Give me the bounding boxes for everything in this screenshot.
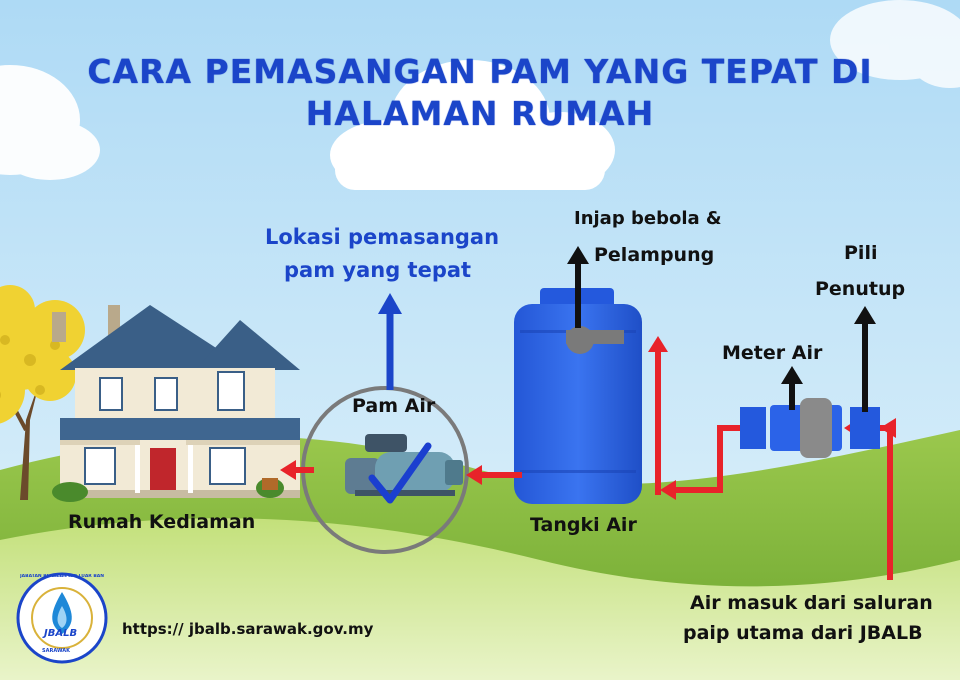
cloud-right <box>830 0 960 88</box>
cloud-center <box>330 60 615 190</box>
location-label-line-1: Lokasi pemasangan <box>265 225 500 249</box>
arrow-head-house-in <box>280 460 296 480</box>
tap-label-line-1: Pili <box>844 242 878 264</box>
logo-abbreviation: JBALB <box>44 628 78 639</box>
meter-arrow <box>781 366 803 410</box>
inlet-label-line-2: paip utama dari JBALB <box>683 622 923 644</box>
arrow-head-pump-in <box>466 465 482 485</box>
arrow-head-inlet <box>880 418 896 438</box>
hill-front <box>0 518 960 680</box>
pump-label: Pam Air <box>352 395 436 417</box>
title-line-2: HALAMAN RUMAH <box>305 94 655 133</box>
check-mark-icon <box>368 442 432 504</box>
house-label: Rumah Kediaman <box>68 511 256 533</box>
water-meter <box>740 398 880 458</box>
jbalb-logo <box>16 572 108 664</box>
location-label-line-2: pam yang tepat <box>284 258 472 282</box>
cloud-left <box>0 65 100 180</box>
float-valve-label-line-1: Injap bebola & <box>574 208 722 229</box>
location-arrow <box>378 293 402 390</box>
float-valve-label-line-2: Pelampung <box>594 244 715 266</box>
water-tank <box>514 288 642 504</box>
logo-bottom-text: SARAWAK <box>42 648 71 654</box>
float-valve-arrow <box>567 246 589 328</box>
inlet-label-line-1: Air masuk dari saluran <box>690 592 933 614</box>
pump-illustration <box>345 434 463 496</box>
meter-label: Meter Air <box>722 342 823 364</box>
arrow-head-tank-in <box>660 480 676 500</box>
arrow-head-riser <box>648 336 668 352</box>
logo-ring-text: JABATAN BEKALAN AIR LUAR BANDAR <box>20 574 104 579</box>
website-url[interactable]: https:// jbalb.sarawak.gov.my <box>122 620 374 638</box>
tap-label-line-2: Penutup <box>815 278 906 300</box>
house-illustration <box>52 305 300 502</box>
tank-label: Tangki Air <box>530 514 637 536</box>
title-line-1: CARA PEMASANGAN PAM YANG TEPAT DI <box>87 52 873 91</box>
pili-arrow <box>854 306 876 412</box>
